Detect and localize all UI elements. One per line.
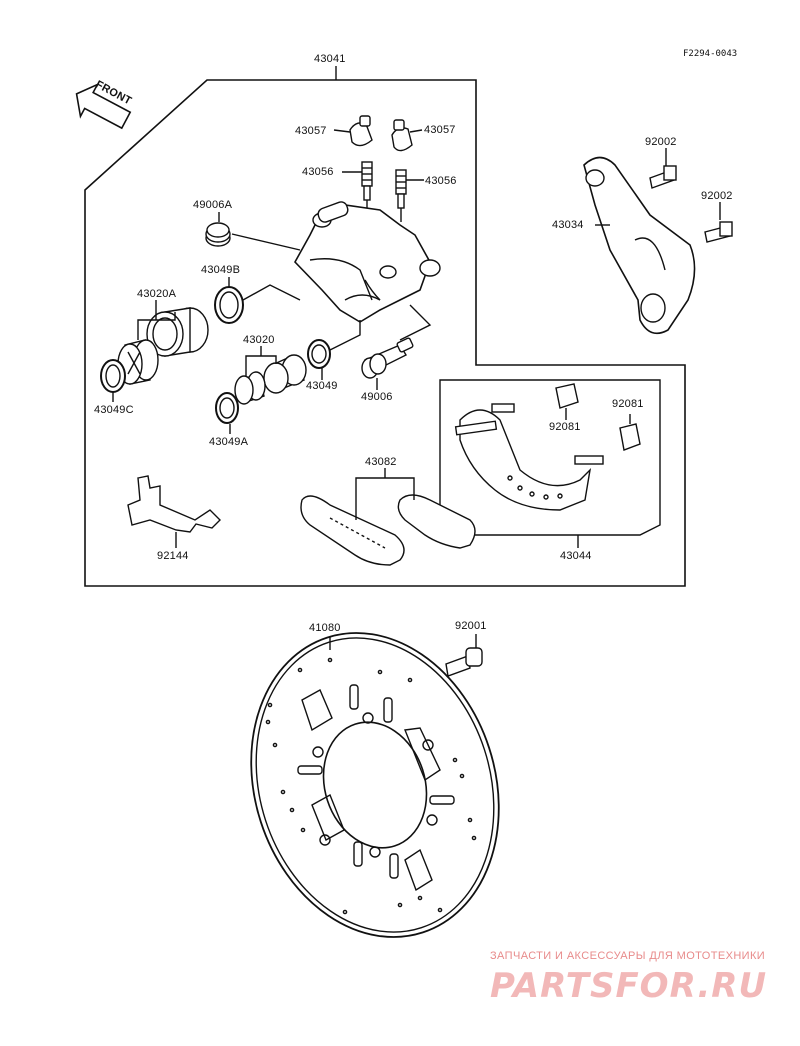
bolt-92002-mid (704, 221, 733, 243)
part-label-92081-right: 92081 (612, 398, 644, 410)
part-label-43049c: 43049C (94, 404, 134, 416)
caliper-body (294, 201, 441, 323)
part-label-43056-right: 43056 (425, 175, 457, 187)
part-label-43056-left: 43056 (302, 166, 334, 178)
caliper-bracket-43034 (583, 156, 696, 335)
slide-pad-92081-left (555, 383, 579, 409)
seal-43049a (215, 392, 239, 424)
part-label-49006a: 49006A (193, 199, 233, 211)
brake-pads-43082 (300, 494, 476, 566)
disc-bolt-92001 (445, 647, 483, 677)
caliper-assembly-boundary (84, 79, 686, 587)
part-label-92001: 92001 (455, 620, 487, 632)
bleeder-valve-right (395, 169, 407, 209)
diagram-reference-code: F2294-0043 (683, 49, 738, 59)
bleeder-valve-left (361, 161, 373, 201)
bleeder-cap-right (391, 119, 413, 152)
brake-disc-41080 (250, 632, 500, 938)
part-label-43041: 43041 (314, 53, 346, 65)
part-label-41080: 41080 (309, 622, 341, 634)
part-label-43057-left: 43057 (295, 125, 327, 137)
part-label-43082: 43082 (365, 456, 397, 468)
seal-43049 (307, 339, 331, 369)
watermark-brand: PARTSFOR.RU (490, 966, 768, 1006)
part-label-92002-top: 92002 (645, 136, 677, 148)
watermark-tagline: ЗАПЧАСТИ И АКСЕССУАРЫ ДЛЯ МОТОТЕХНИКИ (490, 950, 766, 962)
slide-pad-92081-right (619, 423, 641, 451)
bolt-92002-top (649, 165, 677, 189)
part-label-43049b: 43049B (201, 264, 241, 276)
front-arrow-icon (75, 82, 132, 130)
part-label-43057-right: 43057 (424, 124, 456, 136)
part-label-43020a: 43020A (137, 288, 177, 300)
dust-boot-49006 (361, 337, 414, 379)
bracket-43044 (454, 403, 604, 511)
seal-43049c (100, 359, 126, 393)
part-label-43049a: 43049A (209, 436, 249, 448)
dust-boot-49006a (205, 222, 231, 247)
part-label-49006: 49006 (361, 391, 393, 403)
piston-43020a (117, 307, 209, 385)
part-label-43049: 43049 (306, 380, 338, 392)
part-label-92002-mid: 92002 (701, 190, 733, 202)
part-label-43020: 43020 (243, 334, 275, 346)
part-label-43044: 43044 (560, 550, 592, 562)
part-label-43034: 43034 (552, 219, 584, 231)
part-label-92144: 92144 (157, 550, 189, 562)
seal-43049b (214, 286, 244, 324)
part-label-92081-left: 92081 (549, 421, 581, 433)
bleeder-cap-left (349, 115, 373, 147)
pad-spring-92144 (127, 475, 221, 533)
